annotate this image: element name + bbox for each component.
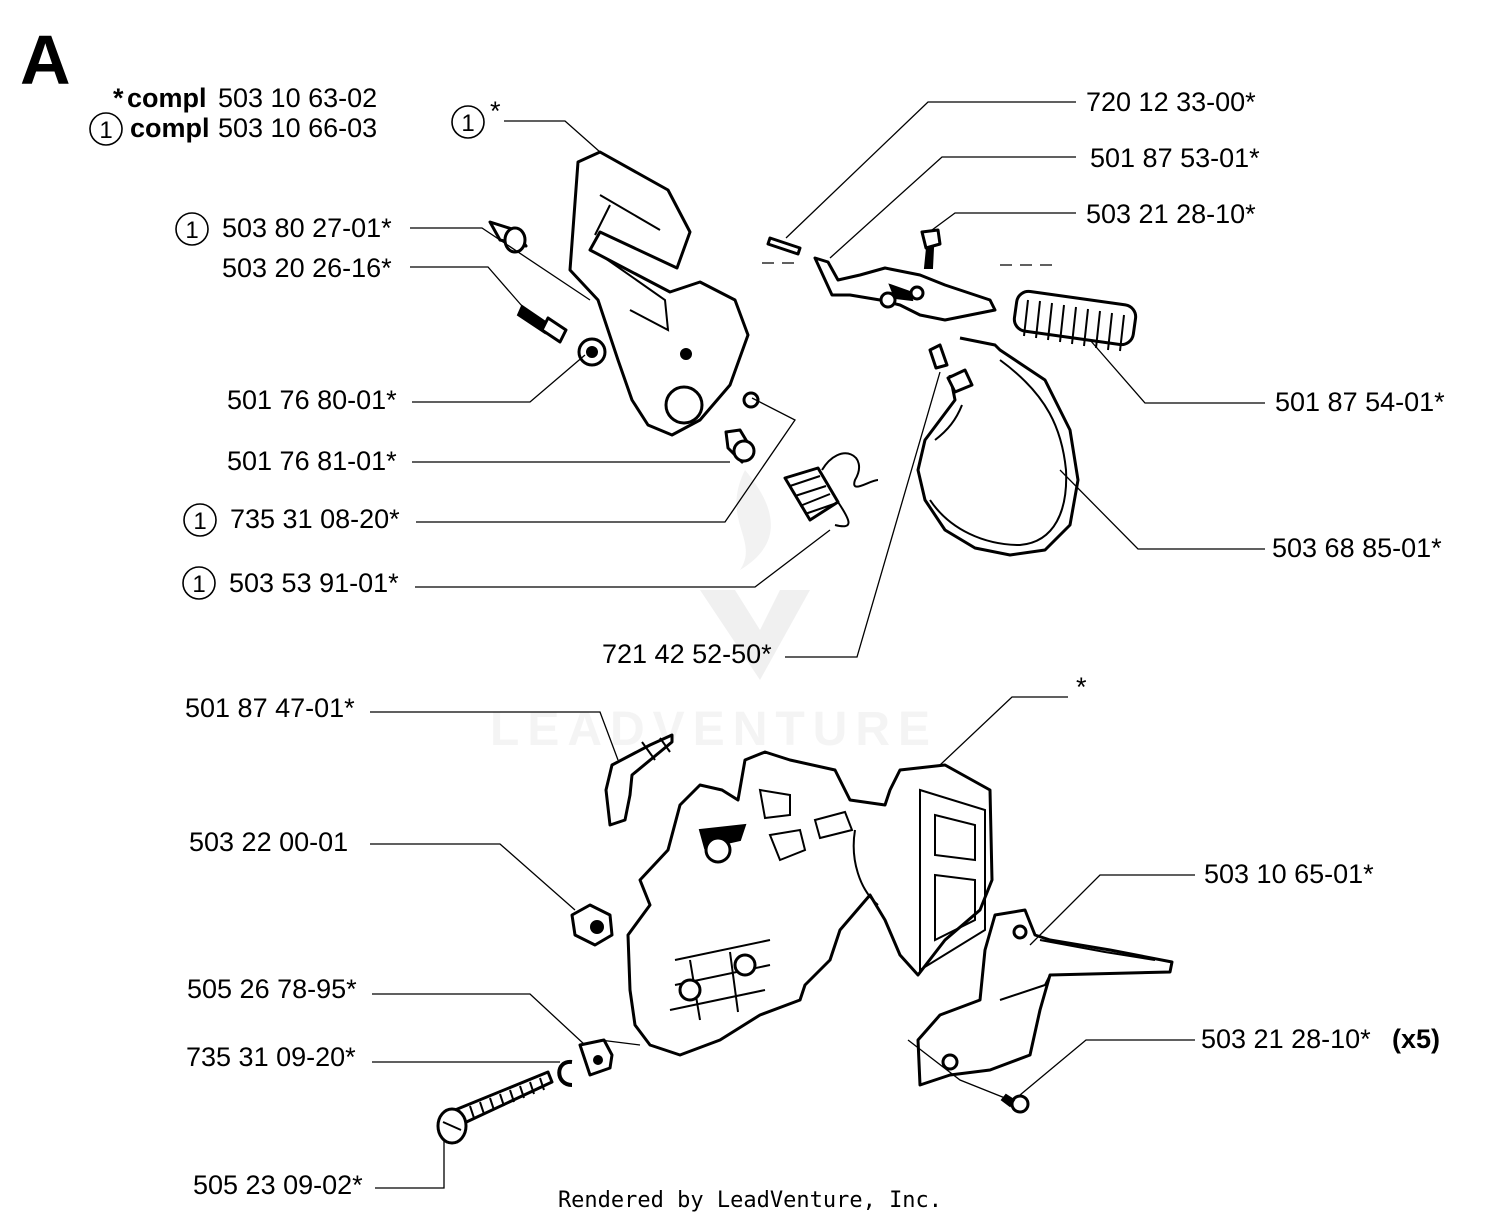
watermark: LEADVENTURE	[490, 470, 938, 756]
svg-text:1: 1	[193, 508, 206, 535]
watermark-text: LEADVENTURE	[490, 703, 938, 756]
section-letter: A	[20, 21, 71, 99]
label-50526: 505 26 78-95*	[187, 974, 357, 1004]
watermark-flame-icon	[736, 470, 771, 570]
label-1-star-circle	[451, 105, 485, 139]
nut-50176-80	[577, 337, 607, 367]
spring-73531-08	[783, 452, 879, 528]
bushing-50380	[488, 220, 528, 254]
screw-50321-x5	[1000, 1093, 1030, 1114]
compl-note-2-number: 503 10 66-03	[218, 113, 377, 143]
svg-text:1: 1	[461, 110, 474, 137]
pin-72012	[766, 236, 802, 256]
label-50320: 503 20 26-16*	[222, 253, 392, 283]
footer-credit: Rendered by LeadVenture, Inc.	[558, 1188, 942, 1213]
label-50176-80: 501 76 80-01*	[227, 385, 397, 415]
svg-text:1: 1	[185, 217, 198, 244]
compl-note-2-word: compl	[130, 113, 210, 143]
label-73531-09: 735 31 09-20*	[186, 1042, 356, 1072]
label-50187-53: 501 87 53-01*	[1090, 143, 1260, 173]
screw-50321-top	[920, 228, 942, 269]
label-50310: 503 10 65-01*	[1204, 859, 1374, 889]
watermark-logo-icon	[700, 590, 810, 680]
spring-50187-54	[1012, 289, 1138, 352]
clutch-cover-housing	[626, 750, 994, 1057]
label-73531-08: 1 735 31 08-20*	[183, 503, 400, 537]
compl-note-2-circle	[89, 112, 123, 146]
compl-note-1-number: 503 10 63-02	[218, 83, 377, 113]
plate-50310	[916, 908, 1174, 1087]
compl-note-1-word: compl	[127, 83, 207, 113]
label-50523: 505 23 09-02*	[193, 1170, 363, 1200]
label-1-star: 1 *	[451, 96, 501, 139]
label-50187-47: 501 87 47-01*	[185, 693, 355, 723]
compl-note-1-marker: *	[113, 83, 124, 113]
brake-band-50368	[916, 336, 1080, 557]
label-star: *	[1076, 672, 1087, 702]
label-50380: 1 503 80 27-01*	[175, 212, 392, 246]
label-50321-x5-number: 503 21 28-10*	[1201, 1024, 1371, 1054]
plate-50526	[578, 1038, 614, 1077]
nut-50322	[570, 903, 614, 947]
label-50321-top: 503 21 28-10*	[1086, 199, 1256, 229]
svg-text:735 31 08-20*: 735 31 08-20*	[230, 504, 400, 534]
clip-50187-47	[604, 733, 674, 827]
bolt-50320	[516, 304, 568, 344]
svg-text:503 53 91-01*: 503 53 91-01*	[229, 568, 399, 598]
chain-brake-handle	[568, 150, 750, 437]
svg-text:503 80 27-01*: 503 80 27-01*	[222, 213, 392, 243]
label-50321-x5-qty: (x5)	[1392, 1024, 1440, 1054]
svg-text:1: 1	[192, 571, 205, 598]
compl-note-2: 1 compl 503 10 66-03	[89, 112, 377, 146]
label-72142: 721 42 52-50*	[602, 639, 772, 669]
label-50176-81: 501 76 81-01*	[227, 446, 397, 476]
label-50368: 503 68 85-01*	[1272, 533, 1442, 563]
label-50353: 1 503 53 91-01*	[182, 566, 399, 600]
label-50322: 503 22 00-01	[189, 827, 348, 857]
svg-text:*: *	[490, 96, 501, 126]
screw-50176-81	[724, 428, 756, 464]
label-50187-54: 501 87 54-01*	[1275, 387, 1445, 417]
label-50321-x5: 503 21 28-10* (x5)	[1201, 1024, 1440, 1054]
washer-small	[742, 391, 760, 409]
label-72012: 720 12 33-00*	[1086, 87, 1256, 117]
compl-note-2-marker: 1	[99, 117, 112, 144]
lever-50187-53	[813, 256, 997, 322]
leader-lines	[370, 101, 1265, 1189]
screw-50523	[436, 1070, 554, 1145]
compl-note-1: * compl 503 10 63-02	[113, 83, 377, 113]
ring-73531-09	[557, 1059, 573, 1087]
